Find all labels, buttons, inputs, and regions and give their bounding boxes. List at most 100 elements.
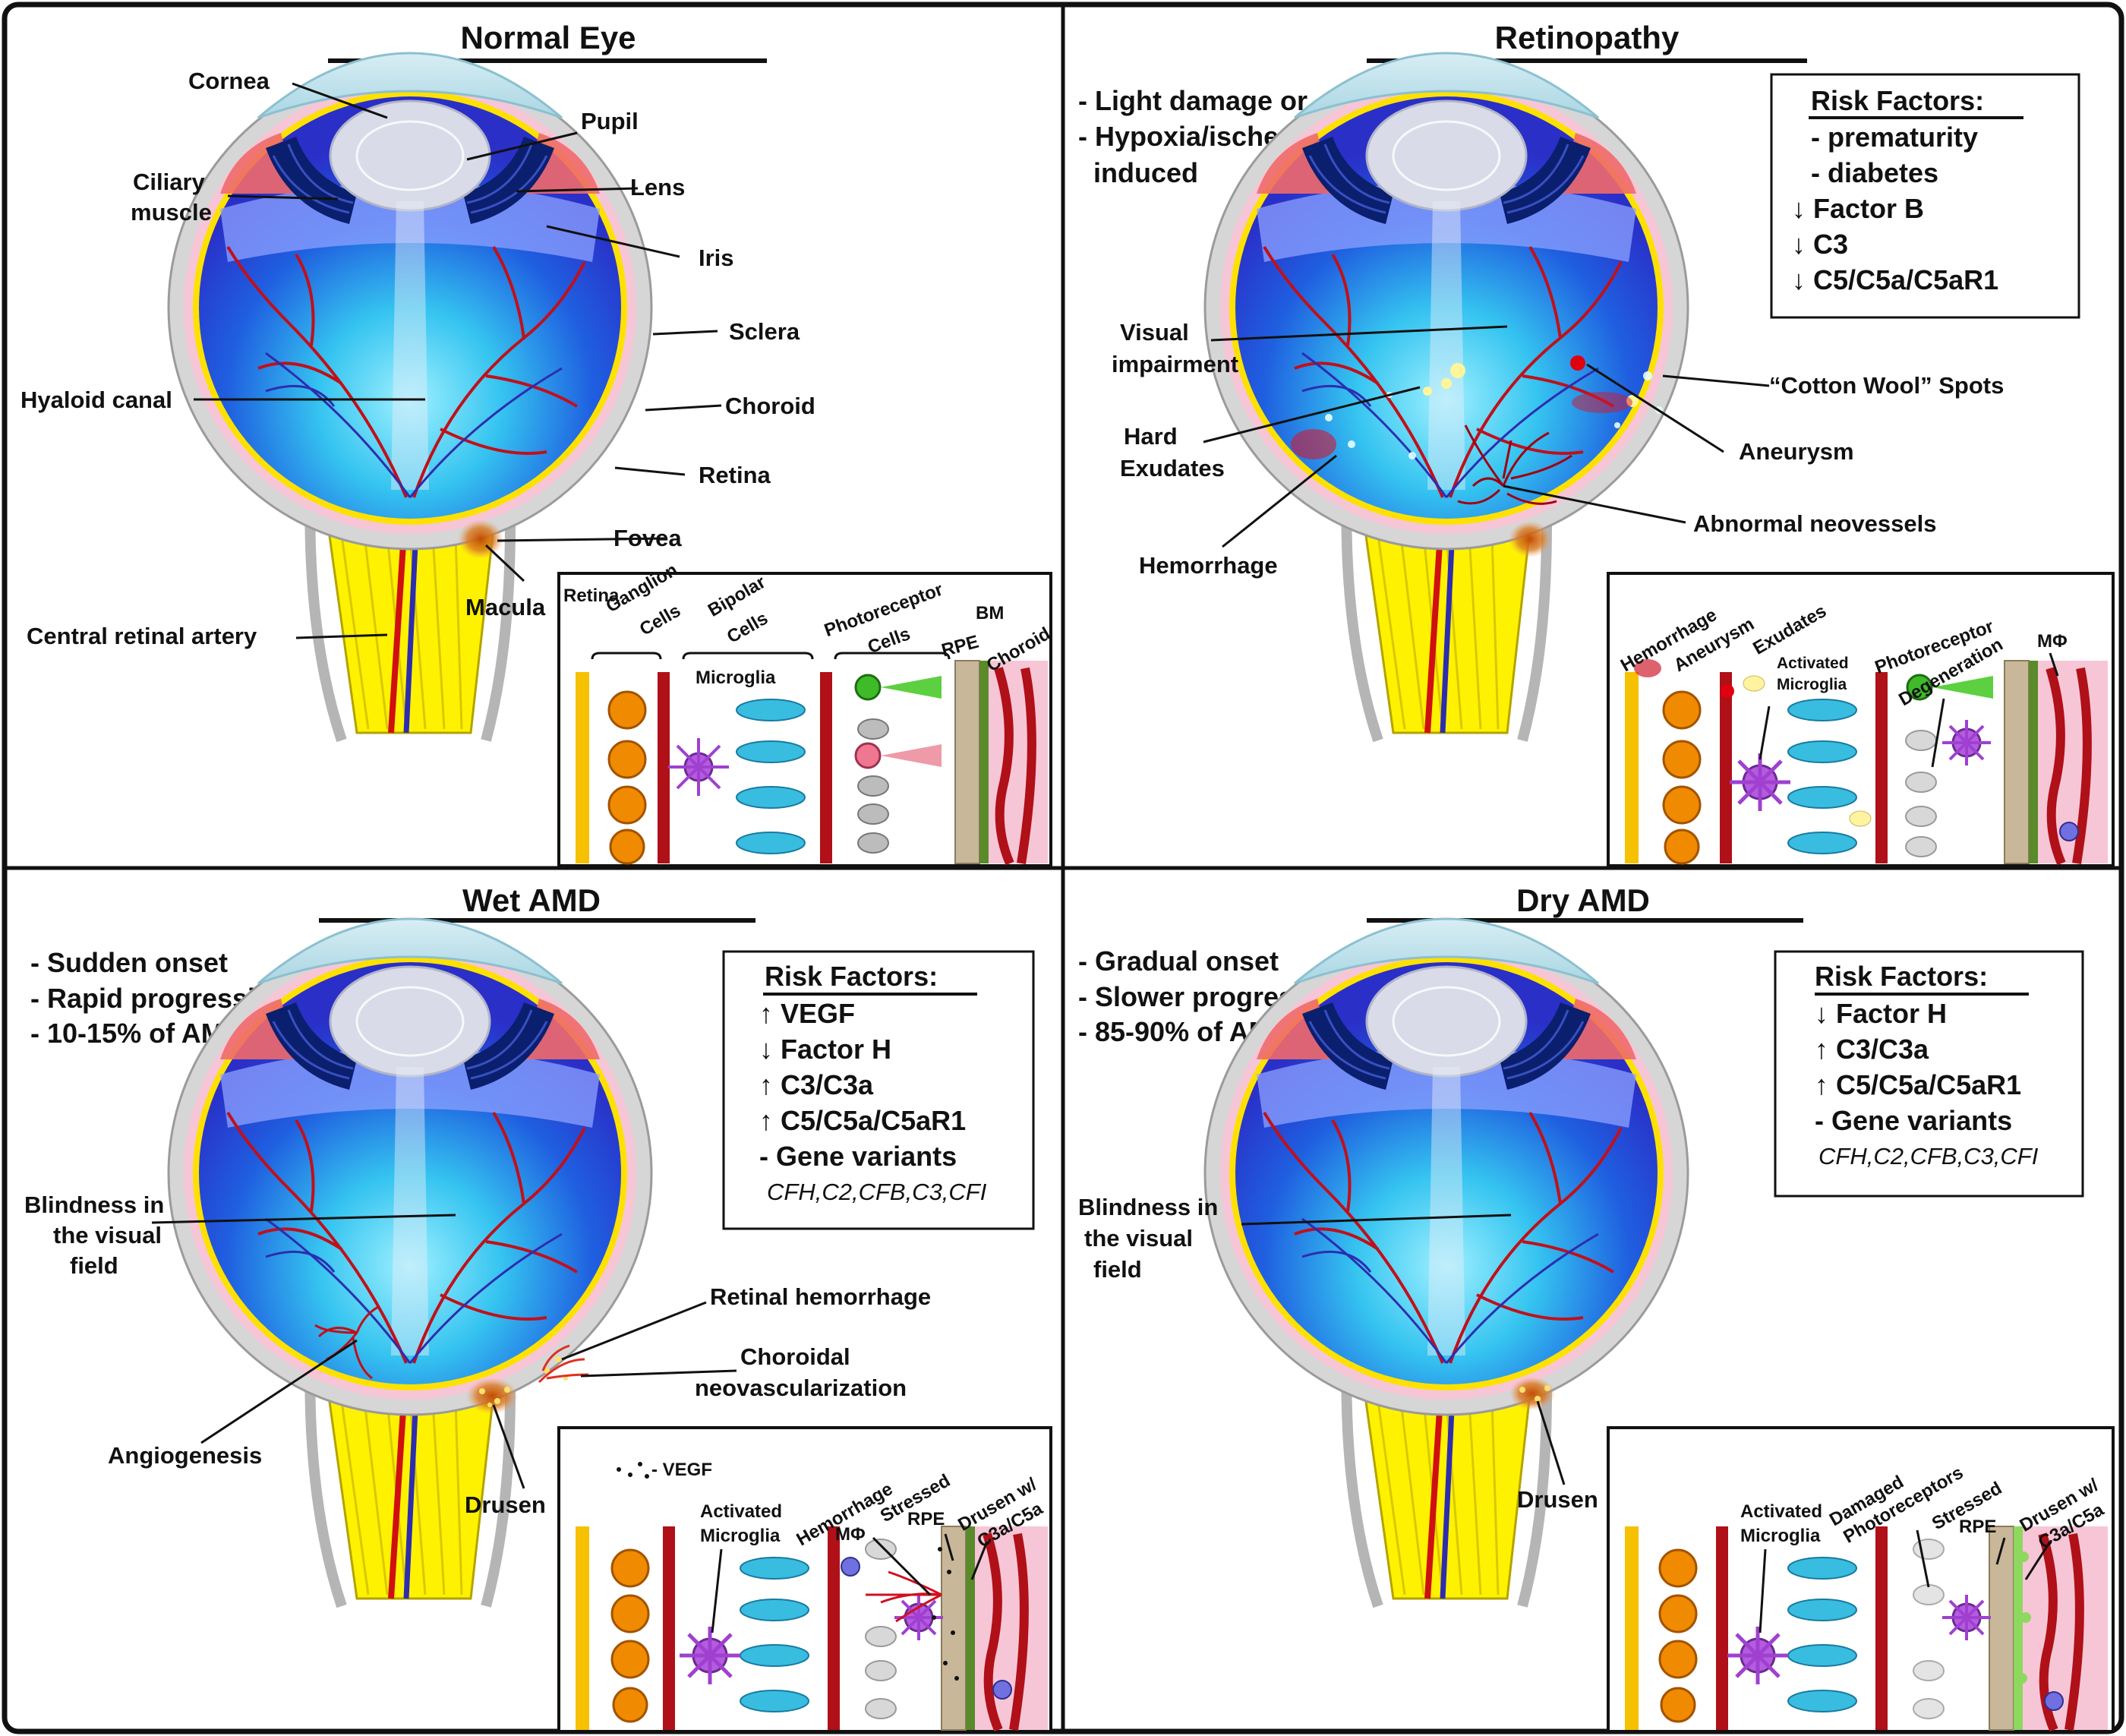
risk-item: - diabetes — [1811, 157, 1938, 188]
gene-variants: CFH,C2,CFB,C3,CFI — [1818, 1143, 2039, 1169]
label-blindness-3: field — [1093, 1256, 1142, 1283]
panel-title: Normal Eye — [460, 20, 636, 55]
retina-inset-retinopathy: Hemorrhage Aneurysm Exudates Activated M… — [1607, 572, 2115, 867]
risk-item: - Gene variants — [1815, 1105, 2012, 1136]
risk-title: Risk Factors: — [765, 961, 938, 992]
risk-item: ↑ C3/C3a — [1815, 1034, 1929, 1065]
inset-label-activated-2: Microglia — [1777, 676, 1847, 693]
label-aneurysm: Aneurysm — [1739, 438, 1854, 465]
cotton-wool-spots — [1325, 371, 1663, 459]
label-choroidal-1: Choroidal — [740, 1343, 850, 1370]
risk-item: ↑ C5/C5a/C5aR1 — [759, 1105, 966, 1136]
inset-label-bm: BM — [976, 603, 1004, 623]
inset-label-stressed-2: RPE — [907, 1509, 945, 1529]
inset-label-activated-1: Activated — [1777, 655, 1849, 672]
panel-title: Retinopathy — [1495, 20, 1680, 55]
label-blindness-2: the visual — [53, 1222, 162, 1248]
risk-item: ↓ Factor H — [759, 1034, 891, 1065]
inset-label-activated-1: Activated — [700, 1501, 782, 1522]
label-visual-impairment-1: Visual — [1120, 319, 1189, 346]
risk-factors-box — [1774, 950, 2084, 1198]
hemorrhage-spot — [1291, 429, 1336, 459]
label-central-retinal-artery: Central retinal artery — [27, 623, 257, 649]
inset-label-mphi: MΦ — [835, 1524, 866, 1545]
label-ciliary-2: muscle — [131, 199, 212, 226]
label-pupil: Pupil — [581, 108, 639, 134]
gene-variants: CFH,C2,CFB,C3,CFI — [767, 1179, 987, 1205]
label-cornea: Cornea — [188, 68, 270, 94]
inset-label-retina: Retina — [563, 586, 620, 606]
drusen-spot — [466, 1378, 518, 1414]
risk-factors-box — [722, 950, 1035, 1230]
bullet-3: induced — [1078, 157, 1198, 188]
risk-item: ↓ Factor H — [1815, 998, 1947, 1029]
risk-item: ↑ VEGF — [759, 998, 855, 1029]
label-hyaloid-canal: Hyaloid canal — [21, 387, 172, 413]
inset-label-activated-2: Microglia — [700, 1526, 781, 1546]
label-cotton-wool: “Cotton Wool” Spots — [1769, 372, 2004, 399]
risk-item: ↓ C3 — [1792, 229, 1848, 260]
inset-label-activated-1: Activated — [1740, 1501, 1822, 1522]
risk-title: Risk Factors: — [1811, 85, 1984, 116]
label-choroidal-2: neovascularization — [695, 1375, 907, 1401]
label-visual-impairment-2: impairment — [1112, 351, 1238, 377]
vegf-dots — [617, 1462, 959, 1681]
label-retinal-hemorrhage: Retinal hemorrhage — [710, 1283, 931, 1310]
inset-label-stressed-2: RPE — [1959, 1517, 1996, 1537]
label-angiogenesis: Angiogenesis — [108, 1442, 262, 1469]
inset-label-vegf: - VEGF — [651, 1460, 712, 1480]
label-choroid: Choroid — [725, 393, 815, 419]
risk-title: Risk Factors: — [1815, 961, 1988, 992]
inset-label-mphi: MΦ — [2037, 631, 2068, 652]
risk-item: - Gene variants — [759, 1141, 957, 1172]
bullet-1: - Light damage or — [1078, 85, 1307, 116]
label-blindness-3: field — [70, 1252, 118, 1279]
panel-title: Dry AMD — [1516, 882, 1650, 918]
inset-label-microglia: Microglia — [696, 668, 776, 688]
choroidal-neovascularization — [538, 1344, 589, 1384]
label-blindness-1: Blindness in — [1078, 1194, 1218, 1220]
label-drusen: Drusen — [465, 1491, 546, 1518]
panel-retinopathy: Retinopathy - Light damage or - Hypoxia/… — [1078, 20, 2115, 867]
label-abnormal-neovessels: Abnormal neovessels — [1693, 510, 1936, 537]
hemorrhage-spot — [1572, 392, 1632, 413]
panel-title: Wet AMD — [462, 882, 601, 918]
label-lens: Lens — [630, 174, 685, 200]
drusen-spot — [1509, 1377, 1555, 1410]
label-drusen: Drusen — [1517, 1486, 1598, 1513]
label-hard-exudates-1: Hard — [1124, 423, 1178, 450]
retina-inset-normal: Retina Ganglion Cells Bipolar Cells Phot… — [557, 560, 1054, 867]
bullet-1: - Sudden onset — [30, 947, 228, 978]
panel-wet-amd: Wet AMD - Sudden onset - Rapid progressi… — [24, 882, 1052, 1733]
fovea-spot — [1509, 521, 1551, 557]
label-iris: Iris — [699, 245, 734, 271]
label-hard-exudates-2: Exudates — [1120, 455, 1225, 481]
drusen-dots — [479, 1356, 568, 1407]
aneurysm-spot — [1570, 355, 1585, 371]
inset-label-activated-2: Microglia — [1740, 1526, 1821, 1546]
risk-item: ↑ C5/C5a/C5aR1 — [1815, 1069, 2021, 1100]
label-hemorrhage: Hemorrhage — [1139, 552, 1278, 579]
risk-item: ↓ Factor B — [1792, 193, 1924, 224]
panel-dry-amd: Dry AMD - Gradual onset - Slower progres… — [1078, 882, 2115, 1733]
neovessels — [1457, 425, 1572, 505]
label-ciliary-1: Ciliary — [133, 169, 206, 195]
label-sclera: Sclera — [729, 318, 800, 345]
angiogenesis — [314, 1305, 380, 1380]
fovea-spot — [458, 519, 503, 559]
risk-factors-box — [1770, 73, 2080, 319]
microglia-cell — [668, 738, 729, 796]
risk-item: ↓ C5/C5a/C5aR1 — [1792, 264, 1998, 295]
retina-inset-dry: Damaged Photoreceptors Stressed RPE Drus… — [1607, 1426, 2115, 1733]
drusen-dots — [1519, 1385, 1550, 1402]
retina-inset-wet: - VEGF Hemorrhage Stressed RPE Drusen w/… — [557, 1426, 1052, 1733]
panel-normal-eye: Normal Eye Cornea Pupil Ciliary muscle L… — [21, 20, 1054, 867]
label-macula: Macula — [465, 594, 546, 620]
hemorrhage-spray — [866, 1570, 942, 1623]
label-fovea: Fovea — [614, 525, 682, 551]
label-blindness-1: Blindness in — [24, 1192, 164, 1218]
risk-item: ↑ C3/C3a — [759, 1069, 874, 1100]
risk-item: - prematurity — [1811, 122, 1978, 153]
label-retina: Retina — [699, 462, 771, 488]
